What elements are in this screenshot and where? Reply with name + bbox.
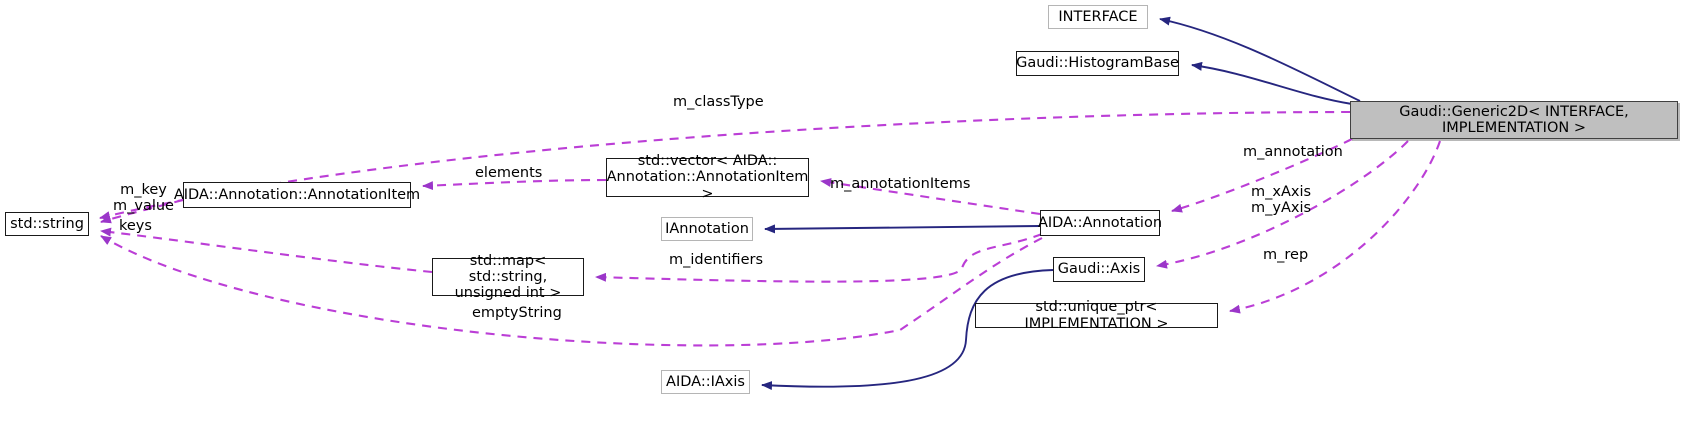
edge-label-emptystring: emptyString [472, 305, 562, 321]
edge-label-m-rep: m_rep [1263, 247, 1309, 263]
node-aida-annotation-annotationitem[interactable]: AIDA::Annotation::AnnotationItem [174, 182, 420, 208]
edge-label-m-xaxis-m-yaxis: m_xAxis m_yAxis [1251, 184, 1312, 217]
node-interface[interactable]: INTERFACE [1048, 5, 1148, 29]
edge-label-m-annotation: m_annotation [1243, 144, 1343, 160]
edge-label-m-classtype: m_classType [673, 94, 764, 110]
node-std-string[interactable]: std::string [5, 212, 89, 236]
edge-label-m-annotationitems: m_annotationItems [830, 176, 971, 192]
node-gaudi-generic2d[interactable]: Gaudi::Generic2D< INTERFACE, IMPLEMENTAT… [1350, 101, 1678, 139]
node-std-unique-ptr-implementation[interactable]: std::unique_ptr< IMPLEMENTATION > [975, 299, 1218, 332]
edge-label-m-key-m-value: m_key m_value [113, 182, 174, 215]
node-iannotation[interactable]: IAnnotation [661, 217, 753, 241]
node-gaudi-axis[interactable]: Gaudi::Axis [1053, 257, 1145, 282]
edge-label-elements: elements [475, 165, 543, 181]
node-std-map-string-uint[interactable]: std::map< std::string, unsigned int > [432, 253, 584, 301]
node-std-vector-annotationitem[interactable]: std::vector< AIDA:: Annotation::Annotati… [606, 153, 809, 202]
edge-label-m-identifiers: m_identifiers [669, 252, 764, 268]
node-gaudi-histogrambase[interactable]: Gaudi::HistogramBase [1016, 51, 1179, 76]
node-aida-iaxis[interactable]: AIDA::IAxis [661, 370, 750, 394]
inheritance-edges [761, 16, 1361, 390]
edge-label-keys: keys [119, 218, 152, 234]
node-aida-annotation[interactable]: AIDA::Annotation [1038, 210, 1162, 236]
